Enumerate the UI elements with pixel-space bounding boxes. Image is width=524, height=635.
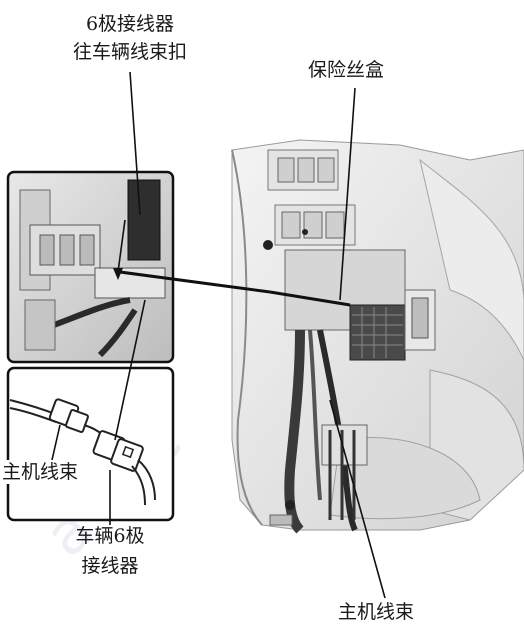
label-6pin-connector-line2: 往车辆线束扣 [72,41,187,63]
inset-plug-detail [6,366,175,522]
label-6pin-connector-line1: 6极接线器 [85,13,175,35]
label-vehicle-6pin-line2: 接线器 [81,555,139,577]
label-vehicle-6pin-line1: 车辆6极 [75,525,145,547]
label-head-unit-harness-inset: 主机线束 [2,460,79,484]
inset-connector-detail [6,170,175,364]
dashboard-illustration [231,139,524,534]
label-head-unit-harness-bottom: 主机线束 [338,601,415,623]
label-vehicle-6pin-connector: 车辆6极 接线器 [40,524,180,578]
label-fuse-box: 保险丝盒 [308,59,385,81]
leader-lines [51,71,386,599]
label-6pin-connector: 6极接线器 往车辆线束扣 [50,12,210,64]
